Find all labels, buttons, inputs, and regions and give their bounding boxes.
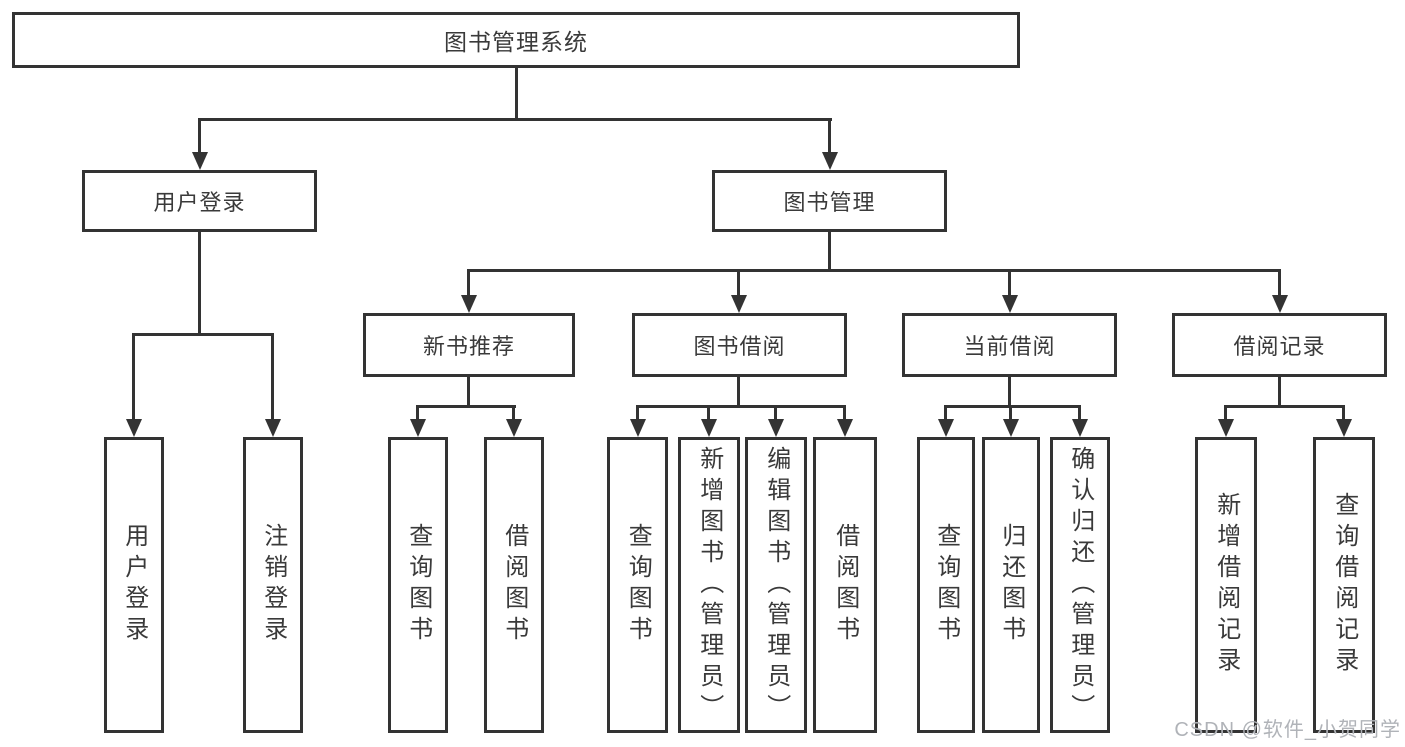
connector-arrow-down-icon <box>938 419 954 437</box>
leaf-query-books-current: 查询图书 <box>917 437 975 733</box>
connector-arrow-down-icon <box>837 419 853 437</box>
leaf-query-borrow-record: 查询借阅记录 <box>1313 437 1375 733</box>
connector-line <box>1278 269 1281 297</box>
connector-line <box>707 405 710 421</box>
leaf-query-books-recommend: 查询图书 <box>388 437 448 733</box>
connector-arrow-down-icon <box>265 419 281 437</box>
node-label: 查询图书 <box>932 523 960 647</box>
connector-line <box>1008 377 1011 407</box>
connector-arrow-down-icon <box>1272 295 1288 313</box>
connector-arrow-down-icon <box>126 419 142 437</box>
node-label: 新书推荐 <box>422 334 515 359</box>
leaf-return-books: 归还图书 <box>982 437 1040 733</box>
node-label: 编辑图书（管理员） <box>762 445 790 725</box>
connector-line <box>198 118 832 121</box>
connector-line <box>1224 405 1345 408</box>
connector-line <box>198 118 201 154</box>
node-user-login: 用户登录 <box>82 170 317 232</box>
node-label: 图书管理 <box>783 190 876 215</box>
node-label: 归还图书 <box>997 523 1025 647</box>
connector-line <box>828 232 831 271</box>
connector-line <box>828 118 831 154</box>
leaf-add-borrow-record: 新增借阅记录 <box>1195 437 1257 733</box>
connector-arrow-down-icon <box>701 419 717 437</box>
connector-arrow-down-icon <box>630 419 646 437</box>
node-label: 借阅图书 <box>500 523 528 647</box>
connector-line <box>132 333 274 336</box>
node-label: 新增图书（管理员） <box>695 445 723 725</box>
connector-arrow-down-icon <box>1072 419 1088 437</box>
node-label: 确认归还（管理员） <box>1066 445 1094 725</box>
node-label: 查询图书 <box>624 523 652 647</box>
node-label: 用户登录 <box>153 190 246 215</box>
node-label: 新增借阅记录 <box>1212 492 1240 678</box>
connector-line <box>636 405 846 408</box>
connector-line <box>467 269 470 297</box>
connector-line <box>132 333 135 419</box>
connector-line <box>416 405 419 421</box>
leaf-user-login: 用户登录 <box>104 437 164 733</box>
connector-arrow-down-icon <box>461 295 477 313</box>
connector-line <box>271 333 274 419</box>
leaf-add-books-admin: 新增图书（管理员） <box>678 437 740 733</box>
connector-arrow-down-icon <box>1336 419 1352 437</box>
node-library-management-system: 图书管理系统 <box>12 12 1020 68</box>
connector-arrow-down-icon <box>1003 419 1019 437</box>
connector-arrow-down-icon <box>410 419 426 437</box>
leaf-logout: 注销登录 <box>243 437 303 733</box>
connector-line <box>944 405 1081 408</box>
node-label: 借阅图书 <box>831 523 859 647</box>
node-new-book-recommend: 新书推荐 <box>363 313 575 377</box>
connector-arrow-down-icon <box>731 295 747 313</box>
node-label: 用户登录 <box>120 523 148 647</box>
connector-line <box>1278 377 1281 407</box>
watermark: CSDN @软件_小贺同学 <box>1174 719 1401 741</box>
connector-arrow-down-icon <box>1218 419 1234 437</box>
node-label: 当前借阅 <box>963 334 1056 359</box>
node-label: 图书借阅 <box>693 334 786 359</box>
connector-line <box>515 68 518 119</box>
leaf-query-books-borrow: 查询图书 <box>607 437 668 733</box>
connector-line <box>1008 269 1011 297</box>
connector-line <box>774 405 777 421</box>
connector-line <box>467 269 1281 272</box>
connector-line <box>636 405 639 421</box>
connector-line <box>416 405 516 408</box>
connector-line <box>467 377 470 407</box>
leaf-borrow-books-recommend: 借阅图书 <box>484 437 544 733</box>
connector-line <box>737 269 740 297</box>
connector-arrow-down-icon <box>768 419 784 437</box>
connector-line <box>198 232 201 335</box>
node-label: 查询图书 <box>404 523 432 647</box>
node-label: 图书管理系统 <box>444 29 588 55</box>
connector-arrow-down-icon <box>1002 295 1018 313</box>
connector-line <box>843 405 846 421</box>
leaf-borrow-books: 借阅图书 <box>813 437 877 733</box>
connector-line <box>1224 405 1227 421</box>
connector-line <box>737 377 740 407</box>
connector-line <box>512 405 515 421</box>
node-book-borrowing: 图书借阅 <box>632 313 847 377</box>
node-label: 注销登录 <box>259 523 287 647</box>
node-book-management: 图书管理 <box>712 170 947 232</box>
leaf-edit-books-admin: 编辑图书（管理员） <box>745 437 807 733</box>
node-current-borrowing: 当前借阅 <box>902 313 1117 377</box>
node-borrow-records: 借阅记录 <box>1172 313 1387 377</box>
leaf-confirm-return-admin: 确认归还（管理员） <box>1050 437 1110 733</box>
connector-line <box>1342 405 1345 421</box>
connector-line <box>1009 405 1012 421</box>
node-label: 借阅记录 <box>1233 334 1326 359</box>
connector-arrow-down-icon <box>822 152 838 170</box>
connector-line <box>944 405 947 421</box>
node-label: 查询借阅记录 <box>1330 492 1358 678</box>
connector-arrow-down-icon <box>506 419 522 437</box>
connector-line <box>1078 405 1081 421</box>
connector-arrow-down-icon <box>192 152 208 170</box>
